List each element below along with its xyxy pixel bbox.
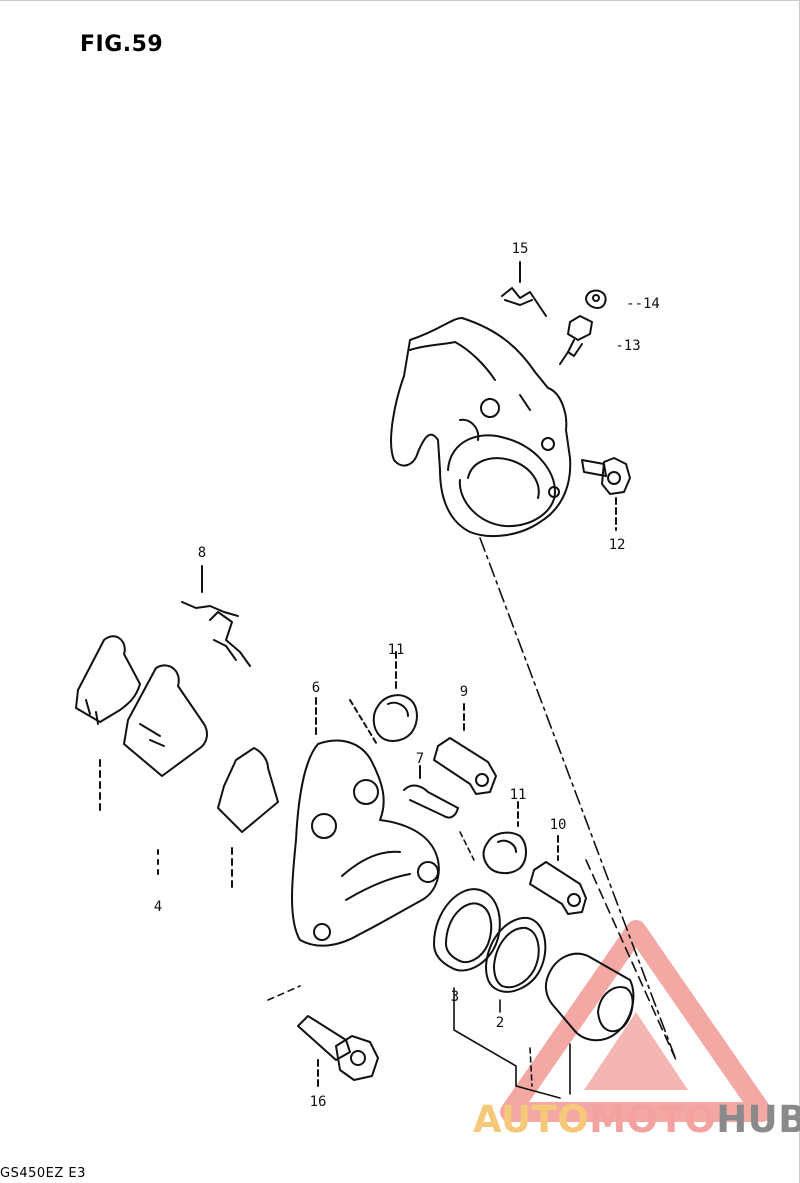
part-label-6: 6 <box>311 680 321 696</box>
figure-title: FIG.59 <box>80 32 164 57</box>
part-label-13: -13 <box>615 338 641 354</box>
bleeder-valve-13 <box>559 315 593 365</box>
bolt-16 <box>297 1015 379 1087</box>
watermark-triangle <box>500 920 772 1122</box>
bolt-12 <box>581 457 631 531</box>
page-border-top <box>0 0 800 1</box>
dust-seal-2 <box>485 916 547 993</box>
part-label-10: 10 <box>549 817 567 833</box>
caliper-body-6 <box>291 697 440 947</box>
part-label-9: 9 <box>459 684 469 700</box>
watermark-text-hub: HUB <box>716 1098 800 1141</box>
watermark-text-moto: MOTO <box>589 1098 717 1141</box>
part-label-11-upper: 11 <box>387 642 405 658</box>
sleeve-boot-11b <box>482 801 527 874</box>
part-label-7: 7 <box>415 751 425 767</box>
brake-pad-set-4 <box>75 635 279 893</box>
part-label-3: 3 <box>450 989 460 1005</box>
part-label-2: 2 <box>495 1015 505 1031</box>
piston <box>544 952 635 1042</box>
part-label-16: 16 <box>309 1094 327 1110</box>
bolt-10 <box>529 835 587 915</box>
pad-spring-8 <box>181 565 251 667</box>
part-label-8: 8 <box>197 545 207 561</box>
watermark-text-auto: AUTO <box>473 1098 590 1141</box>
pin-9 <box>433 703 497 795</box>
caliper-holder-upper <box>390 317 572 538</box>
piston-seal-3 <box>433 888 501 972</box>
sleeve-boot-11a <box>349 651 418 747</box>
part-label-11-lower: 11 <box>509 787 527 803</box>
spring-7 <box>403 765 459 819</box>
model-code: GS450EZ E3 <box>0 1166 86 1181</box>
part-label-4: 4 <box>153 899 163 915</box>
part-label-12: 12 <box>608 537 626 553</box>
boot-14 <box>585 289 607 309</box>
watermark-logo-text: AUTOMOTOHUB <box>473 1098 800 1141</box>
part-label-14: --14 <box>626 296 660 312</box>
pad-spring-15 <box>501 261 547 317</box>
part-label-15: 15 <box>511 241 529 257</box>
assembly-leader-lines <box>267 537 677 1099</box>
